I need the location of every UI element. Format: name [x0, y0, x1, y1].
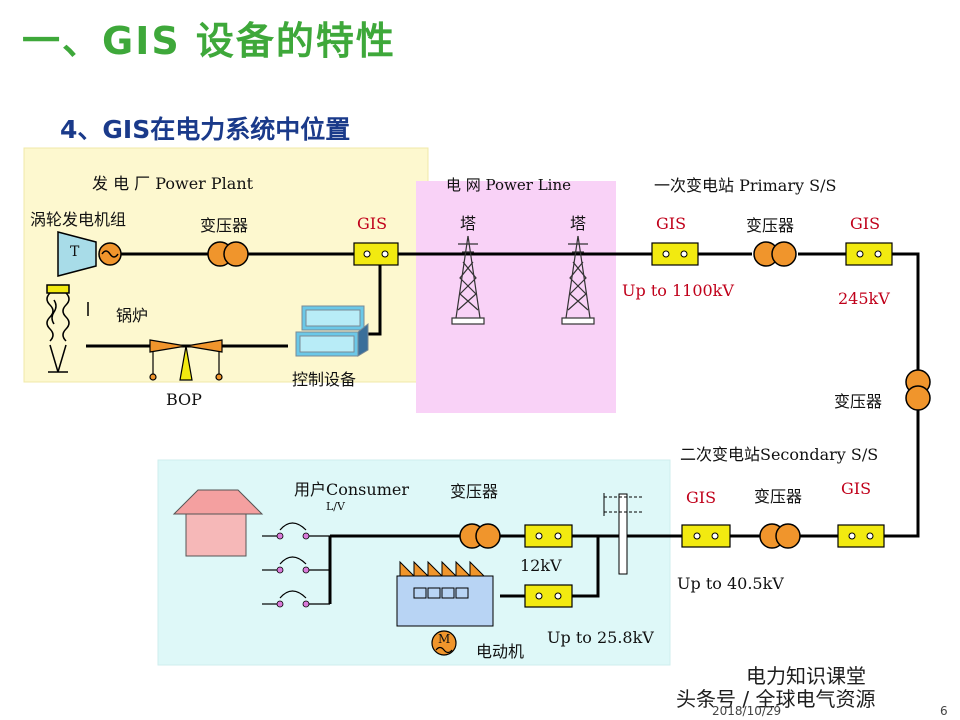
primary-voltage-in: Up to 1100kV [622, 281, 734, 300]
lv-label: L/V [326, 500, 345, 513]
motor-letter: M [438, 632, 451, 646]
power-line-label: 电 网 Power Line [446, 176, 572, 194]
tower-icon [451, 235, 595, 325]
turbine-icon [57, 231, 97, 277]
voltage-25kv: Up to 25.8kV [547, 628, 654, 647]
gis-secondary-out-label: GIS [686, 488, 717, 507]
control-equipment-label: 控制设备 [292, 370, 357, 389]
transformer-consumer-label: 变压器 [450, 482, 499, 501]
watermark-channel: 电力知识课堂 [746, 664, 866, 688]
factory-icon [396, 560, 494, 627]
motor-label: 电动机 [476, 642, 525, 661]
bus-lines [86, 252, 920, 604]
gis-primary-in-label: GIS [656, 214, 687, 233]
pole-icon [603, 493, 642, 575]
boiler-icon [46, 284, 89, 373]
watermark-source: 头条号 / 全球电气资源 [676, 687, 876, 711]
bop-label: BOP [166, 390, 202, 409]
boiler-label: 锅炉 [116, 306, 149, 325]
switch-icon [262, 522, 330, 605]
control-equipment-icon [295, 305, 369, 357]
voltage-12kv: 12kV [520, 556, 562, 575]
tower-1-label: 塔 [460, 214, 477, 233]
motor-icon [431, 630, 457, 656]
generator-icon [98, 242, 122, 266]
primary-voltage-out: 245kV [838, 289, 890, 308]
turbine-generator-label: 涡轮发电机组 [30, 210, 127, 229]
page-subtitle: 4、GIS在电力系统中位置 [60, 115, 351, 144]
gis-plant-label: GIS [357, 214, 388, 233]
gis-icon [353, 242, 893, 608]
turbine-letter: T [70, 244, 80, 260]
transformer-plant-label: 变压器 [200, 216, 249, 235]
gis-secondary-in-label: GIS [841, 479, 872, 498]
transformer-link-label: 变压器 [834, 392, 883, 411]
slide-page-number: 6 [940, 704, 948, 718]
house-icon [172, 489, 264, 557]
consumer-label: 用户Consumer [294, 480, 409, 499]
transformer-secondary-label: 变压器 [754, 487, 803, 506]
slide-date: 2018/10/29 [712, 704, 782, 718]
power-plant-label: 发 电 厂 Power Plant [92, 174, 254, 193]
secondary-voltage: Up to 40.5kV [677, 574, 784, 593]
transformer-icon [207, 241, 931, 549]
tower-2-label: 塔 [570, 214, 587, 233]
gis-primary-out-label: GIS [850, 214, 881, 233]
primary-ss-label: 一次变电站 Primary S/S [654, 176, 837, 195]
secondary-ss-label: 二次变电站Secondary S/S [680, 445, 879, 464]
bop-icon [149, 339, 223, 381]
transformer-primary-label: 变压器 [746, 216, 795, 235]
page-title: 一、GIS 设备的特性 [22, 19, 396, 63]
